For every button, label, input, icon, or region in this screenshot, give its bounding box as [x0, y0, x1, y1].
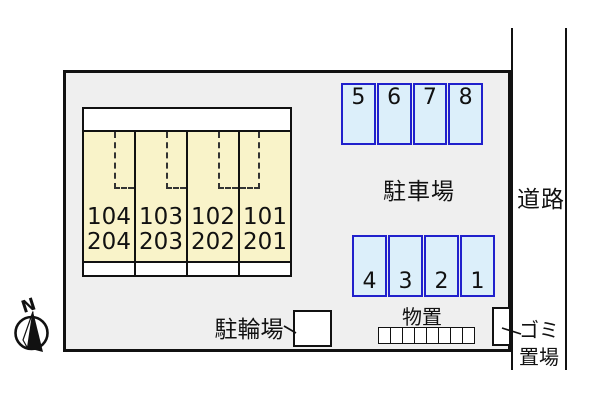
- apartment-building: 104 204 103 203 102 202: [82, 107, 292, 277]
- building-bottom-cell: [136, 263, 188, 275]
- compass-needle-light: [22, 311, 34, 350]
- parking-lot-label: 駐車場: [383, 179, 455, 205]
- unit-number-1f: 103: [139, 204, 183, 230]
- building-units: 104 204 103 203 102 202: [84, 132, 290, 261]
- north-letter: N: [19, 294, 39, 317]
- stall-number: 2: [434, 269, 449, 294]
- parking-row-bottom: 4 3 2 1: [352, 235, 495, 297]
- parking-stall-5: 5: [341, 83, 376, 145]
- bicycle-parking-box: [293, 310, 332, 347]
- storage-cell: [379, 328, 391, 343]
- road-edge-line-inner: [511, 28, 513, 370]
- garbage-label-line1: ゴミ: [519, 318, 559, 342]
- storage-cell: [391, 328, 403, 343]
- storage-cell: [415, 328, 427, 343]
- parking-stall-8: 8: [448, 83, 483, 145]
- building-bottom-cell: [240, 263, 290, 275]
- unit-104-204: 104 204: [84, 132, 136, 261]
- garbage-label-line2: 置場: [519, 345, 559, 369]
- road-label: 道路: [517, 187, 565, 213]
- stall-number: 1: [470, 269, 485, 294]
- entry-dashed-outline: [240, 132, 260, 189]
- unit-label: 104 204: [84, 205, 134, 255]
- storage-cell: [451, 328, 463, 343]
- stall-number: 6: [387, 85, 402, 110]
- unit-label: 101 201: [240, 205, 290, 255]
- stall-number: 3: [398, 269, 413, 294]
- parking-stall-6: 6: [376, 83, 412, 145]
- unit-label: 103 203: [136, 205, 186, 255]
- compass-needle-dark: [27, 311, 43, 352]
- entry-dashed-outline: [166, 132, 186, 189]
- unit-number-2f: 202: [191, 229, 235, 255]
- building-bottom-cell: [84, 263, 136, 275]
- garbage-area-label: ゴミ 置場: [513, 317, 565, 371]
- entry-dashed-outline: [114, 132, 134, 189]
- parking-stall-4: 4: [352, 235, 387, 297]
- parking-row-top: 5 6 7 8: [341, 83, 483, 145]
- unit-number-1f: 104: [87, 204, 131, 230]
- garbage-area-box: [492, 307, 511, 346]
- building-bottom-cell: [188, 263, 240, 275]
- bicycle-parking-label: 駐輪場: [214, 317, 284, 343]
- compass-circle: [14, 315, 49, 351]
- storage-cell: [439, 328, 451, 343]
- parking-stall-2: 2: [424, 235, 459, 297]
- stall-number: 5: [351, 85, 366, 110]
- parking-stall-7: 7: [412, 83, 448, 145]
- entry-dashed-outline: [218, 132, 238, 189]
- parking-stall-3: 3: [388, 235, 423, 297]
- storage-label: 物置: [402, 305, 442, 329]
- stall-number: 8: [458, 85, 473, 110]
- storage-shed-strip: [378, 327, 475, 344]
- parking-stall-1: 1: [460, 235, 495, 297]
- north-compass-icon: N: [14, 294, 49, 352]
- building-corridor-band: [84, 109, 290, 132]
- stall-number: 4: [362, 269, 377, 294]
- unit-number-2f: 204: [87, 229, 131, 255]
- unit-101-201: 101 201: [240, 132, 290, 261]
- building-lower-band: [84, 261, 290, 275]
- unit-103-203: 103 203: [136, 132, 188, 261]
- storage-cell: [427, 328, 439, 343]
- unit-number-1f: 102: [191, 204, 235, 230]
- stall-number: 7: [422, 85, 437, 110]
- unit-number-2f: 203: [139, 229, 183, 255]
- unit-102-202: 102 202: [188, 132, 240, 261]
- road-edge-line-outer: [565, 28, 567, 370]
- storage-cell: [403, 328, 415, 343]
- storage-cell: [463, 328, 474, 343]
- unit-label: 102 202: [188, 205, 238, 255]
- unit-number-1f: 101: [243, 204, 287, 230]
- unit-number-2f: 201: [243, 229, 287, 255]
